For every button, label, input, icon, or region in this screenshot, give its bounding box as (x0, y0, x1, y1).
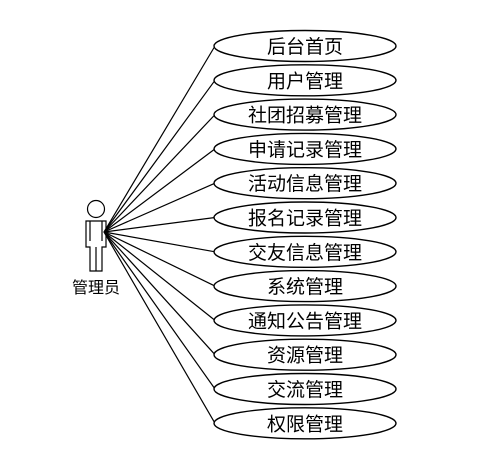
use-case: 用户管理 (213, 64, 397, 97)
use-case-label: 交流管理 (267, 379, 343, 401)
use-case-ellipse (213, 201, 397, 234)
use-case-ellipse (213, 132, 397, 166)
use-case-label: 报名记录管理 (248, 208, 362, 230)
use-case-label: 活动信息管理 (248, 173, 362, 195)
use-case-label: 权限管理 (267, 413, 343, 435)
use-case-label: 系统管理 (267, 276, 343, 298)
use-case-label: 交友信息管理 (248, 242, 362, 264)
association-line (103, 231, 216, 253)
use-case: 后台首页 (213, 29, 397, 63)
association-line (103, 231, 216, 356)
association-line (103, 114, 216, 233)
actor-head (86, 199, 106, 219)
association-line (103, 216, 216, 233)
use-case-label: 申请记录管理 (248, 139, 362, 161)
use-case-ellipse (213, 64, 397, 97)
association-line (103, 231, 216, 390)
association-line (103, 231, 216, 287)
use-case: 活动信息管理 (213, 166, 397, 200)
association-line (103, 79, 216, 233)
use-case-list: 后台首页用户管理社团招募管理申请记录管理活动信息管理报名记录管理交友信息管理系统… (213, 29, 397, 440)
use-case: 申请记录管理 (213, 132, 397, 166)
actor-admin: 管理员 (72, 199, 120, 297)
association-line (103, 182, 216, 233)
association-line (103, 45, 216, 233)
use-case-label: 用户管理 (267, 70, 343, 92)
actor-body (85, 220, 107, 272)
association-line (103, 148, 216, 233)
use-case-ellipse (213, 98, 397, 131)
use-case: 报名记录管理 (213, 201, 397, 234)
use-case: 通知公告管理 (213, 304, 397, 337)
use-case-ellipse (213, 407, 397, 440)
use-case-ellipse (213, 269, 397, 303)
association-line (103, 231, 216, 321)
use-case-ellipse (213, 338, 397, 371)
use-case-ellipse (213, 29, 397, 63)
use-case-label: 社团招募管理 (248, 105, 362, 127)
use-case: 系统管理 (213, 269, 397, 303)
use-case: 交流管理 (213, 372, 397, 406)
association-line (103, 231, 216, 424)
use-case-ellipse (213, 235, 397, 269)
use-case-label: 资源管理 (267, 345, 343, 367)
use-case: 交友信息管理 (213, 235, 397, 269)
actor-label: 管理员 (72, 278, 120, 297)
association-lines (103, 45, 216, 424)
use-case: 社团招募管理 (213, 98, 397, 131)
use-case-ellipse (213, 166, 397, 200)
use-case-label: 后台首页 (267, 36, 343, 58)
use-case-label: 通知公告管理 (248, 310, 362, 332)
use-case-ellipse (213, 372, 397, 406)
use-case-ellipse (213, 304, 397, 337)
use-case: 资源管理 (213, 338, 397, 371)
use-case: 权限管理 (213, 407, 397, 440)
